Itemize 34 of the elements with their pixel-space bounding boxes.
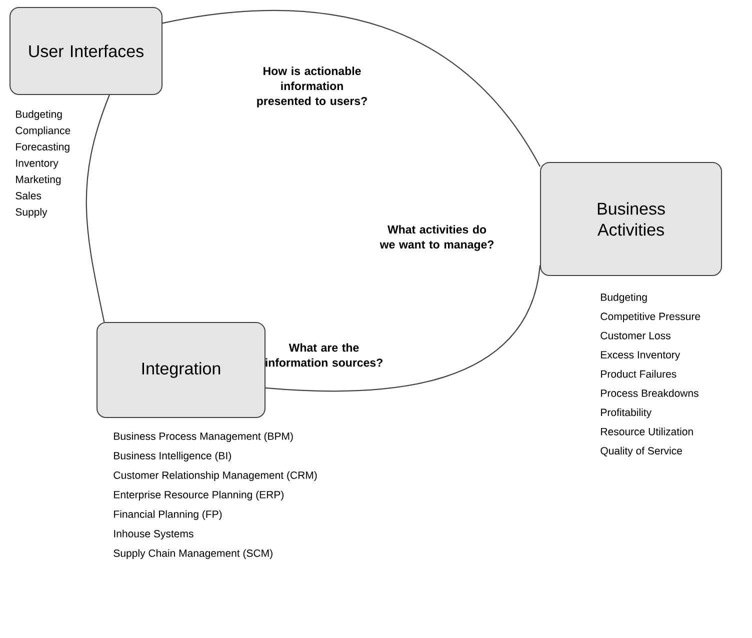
node-label: Inhouse Systems (114, 530, 194, 540)
node-label: Excess Inventory (601, 351, 680, 361)
item-list: Budgeting Competitive Pressure Customer Loss Excess Inventory Product Failures Process Breakdowns Profitability Resource Utilization Quality of Service (600, 293, 700, 457)
question-text: What activities do we want to manage? (380, 225, 494, 251)
node-label: Process Breakdowns (601, 389, 698, 397)
process-box: User Interfaces (10, 7, 162, 95)
node-label: Financial Planning (FP) (114, 510, 222, 520)
node-label: Quality of Service (600, 446, 682, 457)
node-label: Competitive Pressure (600, 312, 700, 322)
node-label: Enterprise Resource Planning (ERP) (114, 490, 284, 500)
node-label: Business Process Management (BPM) (114, 432, 293, 442)
node-label: Customer Loss (600, 332, 670, 340)
node-label: Customer Relationship Management (CRM) (114, 471, 317, 481)
item-list: Business Process Management (BPM) Business Intelligence (BI) Customer Relationship Management (CRM) Enterprise Resource Planning (ERP) Financial Planning (FP) Inhouse Systems Supply Chain Management (SCM) (114, 432, 317, 559)
node-label: Product Failures (601, 370, 676, 378)
question-text: How is actionable information presented to users? (257, 66, 367, 108)
process-box: Integration (96, 322, 266, 418)
node-label: Marketing (16, 175, 61, 186)
node-label: Forecasting (16, 142, 70, 153)
node-label: Sales (16, 192, 42, 200)
node-label: Budgeting (601, 293, 647, 303)
node-label: Resource Utilization (601, 428, 693, 436)
item-list: Budgeting Compliance Forecasting Inventory Marketing Sales Supply (16, 110, 70, 218)
circle-arc (86, 94, 110, 322)
node-label: Budgeting (16, 110, 62, 120)
node-label: Profitability (601, 408, 652, 418)
node-label: Supply Chain Management (SCM) (114, 549, 272, 559)
circle-arc (162, 10, 540, 167)
node-label: Business Intelligence (BI) (114, 452, 231, 462)
node-label: Inventory (16, 159, 58, 169)
process-box: Business Activities (540, 162, 722, 276)
node-label: Supply (16, 208, 48, 218)
node-label: Compliance (16, 126, 70, 136)
circle-arc (265, 265, 541, 392)
